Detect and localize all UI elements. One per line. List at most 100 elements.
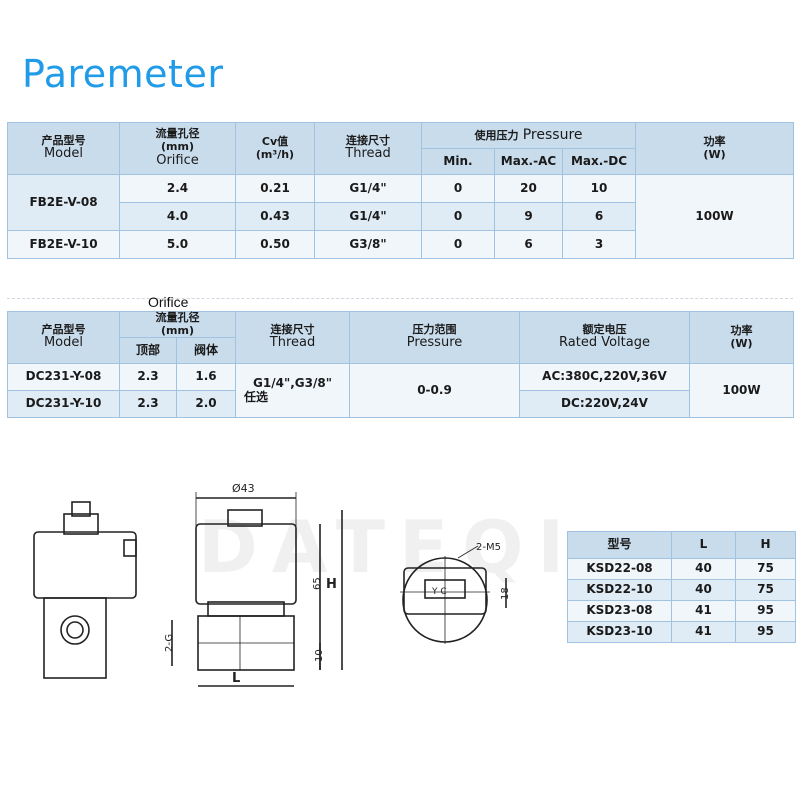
cell-max-dc: 3 xyxy=(561,230,637,259)
header-orifice-en: Orifice xyxy=(156,152,199,168)
header-max-dc: Max.-DC xyxy=(561,148,637,175)
header-orifice: 流量孔径 (mm) Orifice xyxy=(119,122,236,175)
header-thread-en: Thread xyxy=(345,146,391,162)
header-power: 功率 (W) xyxy=(689,310,794,365)
header-min: Min. xyxy=(421,148,495,175)
header-body: 阀体 xyxy=(176,337,236,365)
header-cv-cn: Cv值 xyxy=(261,134,289,148)
header-max-ac: Max.-AC xyxy=(494,148,563,175)
header-thread: 连接尺寸 Thread xyxy=(235,310,350,365)
cell-thread: G1/4" xyxy=(314,202,422,231)
cell-model: FB2E-V-10 xyxy=(7,230,120,259)
valve-body xyxy=(43,597,107,679)
fb2e-spec-table: 产品型号 Model 流量孔径 (mm) Orifice Cv值 (m³/h) … xyxy=(7,122,795,259)
cell-model: DC231-Y-08 xyxy=(7,363,120,392)
nut xyxy=(63,513,99,535)
coil-body xyxy=(33,531,137,599)
cell-body: 2.0 xyxy=(176,390,236,419)
header-h: H xyxy=(735,531,796,559)
label-yc: Y C xyxy=(431,587,447,597)
cell-min: 0 xyxy=(421,230,495,259)
dim-thread: 2-G xyxy=(164,634,175,652)
nut xyxy=(227,509,263,527)
cell-cv: 0.50 xyxy=(235,230,315,259)
cell-l: 41 xyxy=(671,600,736,622)
header-thread-cn: 连接尺寸 xyxy=(346,133,390,147)
header-power: 功率 (W) xyxy=(635,122,795,175)
cell-cv: 0.21 xyxy=(235,174,315,203)
cell-model: KSD22-10 xyxy=(567,579,672,601)
cell-model: DC231-Y-10 xyxy=(7,390,120,419)
dim-m5: 2-M5 xyxy=(476,542,501,553)
cell-h: 75 xyxy=(735,579,796,601)
header-pressure-en: Pressure xyxy=(406,335,463,351)
header-voltage-en: Rated Voltage xyxy=(559,335,650,351)
cell-model: KSD23-08 xyxy=(567,600,672,622)
cell-min: 0 xyxy=(421,174,495,203)
cell-max-dc: 10 xyxy=(561,174,637,203)
top-view: 2-M5 Y C 18 xyxy=(400,542,511,644)
cell-h: 95 xyxy=(735,600,796,622)
cell-thread: G1/4" xyxy=(314,174,422,203)
cell-thread-value: G1/4",G3/8" xyxy=(253,375,332,390)
cell-orifice: 4.0 xyxy=(119,202,236,231)
header-orifice: 流量孔径 (mm) xyxy=(119,310,236,339)
cell-l: 40 xyxy=(671,579,736,601)
header-cv-unit: (m³/h) xyxy=(255,147,295,161)
valve-technical-drawing: Ø43 2-G L 65 10 H 2-M5 Y C 18 xyxy=(33,482,511,687)
cell-top: 2.3 xyxy=(119,390,177,419)
dim-65: 65 xyxy=(312,577,323,590)
header-model: 型号 xyxy=(567,531,672,559)
header-orifice-cn: 流量孔径 xyxy=(155,127,200,141)
header-pressure: 使用压力 Pressure xyxy=(420,122,637,149)
port-inner xyxy=(66,621,84,639)
header-pressure-cn: 使用压力 xyxy=(474,129,519,143)
nut-top xyxy=(71,501,91,517)
header-thread-cn: 连接尺寸 xyxy=(270,322,315,336)
cell-power: 100W xyxy=(635,174,795,259)
header-cv: Cv值 (m³/h) xyxy=(235,122,315,175)
header-voltage: 额定电压 Rated Voltage xyxy=(519,310,690,365)
cell-power: 100W xyxy=(689,363,794,419)
header-model-en: Model xyxy=(43,146,84,162)
header-pressure: 压力范围 Pressure xyxy=(349,310,520,365)
dc231-spec-table: 产品型号 Model 流量孔径 (mm) 连接尺寸 Thread 压力范围 Pr… xyxy=(7,310,794,419)
header-model: 产品型号 Model xyxy=(7,310,120,365)
cell-model: KSD22-08 xyxy=(567,558,672,580)
cell-max-dc: 6 xyxy=(561,202,637,231)
orifice-note: Orifice xyxy=(148,294,189,310)
cell-h: 95 xyxy=(735,621,796,643)
cell-l: 41 xyxy=(671,621,736,643)
leader-m5 xyxy=(457,545,479,559)
section-divider xyxy=(7,298,793,299)
header-top: 顶部 xyxy=(119,337,177,365)
header-orifice-unit: (mm) xyxy=(161,140,194,154)
watermark: DATEQI xyxy=(198,505,579,589)
header-model-cn: 产品型号 xyxy=(41,133,86,147)
header-thread-en: Thread xyxy=(269,335,316,351)
cell-max-ac: 20 xyxy=(494,174,563,203)
cell-thread: G3/8" xyxy=(314,230,422,259)
cell-thread: G1/4",G3/8" 任选 xyxy=(235,363,350,419)
cell-min: 0 xyxy=(421,202,495,231)
header-power-cn: 功率 xyxy=(703,134,726,148)
header-model: 产品型号 Model xyxy=(7,122,120,175)
cell-voltage-dc: DC:220V,24V xyxy=(519,390,690,419)
header-model-en: Model xyxy=(43,335,84,351)
header-power-unit: (W) xyxy=(730,336,753,350)
connector xyxy=(123,539,137,557)
cell-cv: 0.43 xyxy=(235,202,315,231)
header-voltage-cn: 额定电压 xyxy=(582,322,627,336)
cell-h: 75 xyxy=(735,558,796,580)
page-title: Paremeter xyxy=(22,52,224,96)
header-pressure-cn: 压力范围 xyxy=(412,322,457,336)
coil-body xyxy=(195,523,297,605)
cell-max-ac: 9 xyxy=(494,202,563,231)
cell-orifice: 5.0 xyxy=(119,230,236,259)
dim-18: 18 xyxy=(500,587,511,600)
cell-top: 2.3 xyxy=(119,363,177,392)
cell-orifice: 2.4 xyxy=(119,174,236,203)
cell-l: 40 xyxy=(671,558,736,580)
cell-body: 1.6 xyxy=(176,363,236,392)
header-l: L xyxy=(671,531,736,559)
